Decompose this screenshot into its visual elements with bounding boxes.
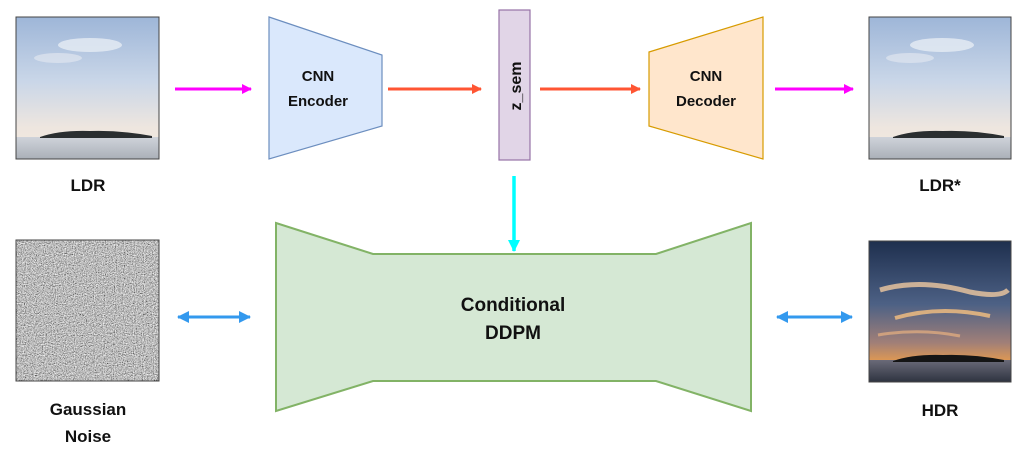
cnn-decoder-label-line1: CNN <box>690 68 723 85</box>
z-sem-label: z_sem <box>508 62 525 111</box>
conditional-ddpm-block <box>275 221 752 413</box>
cnn-encoder-label-line2: Encoder <box>288 93 348 110</box>
cnn-encoder-block <box>268 16 383 160</box>
z-sem-latent-block <box>498 9 531 161</box>
conditional-ddpm-label-line2: DDPM <box>485 323 541 344</box>
cnn-decoder-block <box>648 16 764 160</box>
cnn-encoder-label-line1: CNN <box>302 68 335 85</box>
cnn-decoder-label-line2: Decoder <box>676 93 736 110</box>
conditional-ddpm-label-line1: Conditional <box>461 295 565 316</box>
ldr-output-image <box>868 16 1012 160</box>
gaussian-noise-image <box>15 239 160 382</box>
ldr-input-image <box>15 16 160 160</box>
hdr-label: HDR <box>922 401 959 420</box>
ldr-input-label: LDR <box>71 176 106 195</box>
hdr-image <box>868 240 1012 383</box>
gaussian-noise-label-line2: Noise <box>65 427 111 446</box>
gaussian-noise-label-line1: Gaussian <box>50 400 127 419</box>
ldr-output-label: LDR* <box>919 176 961 195</box>
